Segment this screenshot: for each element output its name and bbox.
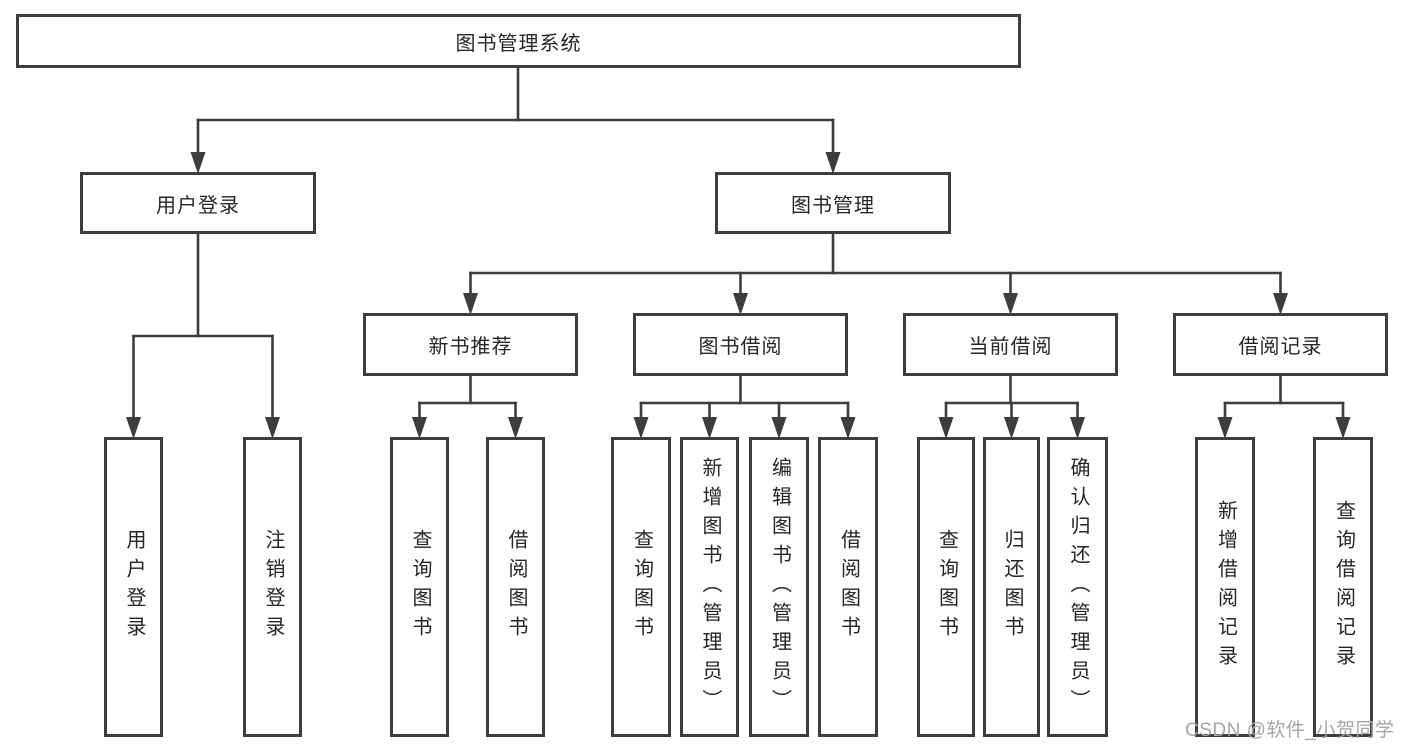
leaf-borrow-books-borrowing-label: 借阅图书 bbox=[837, 529, 860, 645]
leaf-query-books-recommend-label: 查询图书 bbox=[409, 529, 431, 645]
node-new-book-recommend: 新书推荐 bbox=[363, 313, 578, 376]
leaf-query-books-borrowing-label: 查询图书 bbox=[630, 529, 653, 645]
node-borrow-records-label: 借阅记录 bbox=[1238, 336, 1323, 358]
leaf-edit-book-admin-label: 编辑图书（管理员） bbox=[768, 456, 791, 718]
leaf-edit-book-admin: 编辑图书（管理员） bbox=[749, 437, 809, 737]
leaf-confirm-return-admin: 确认归还（管理员） bbox=[1047, 437, 1108, 737]
leaf-add-book-admin: 新增图书（管理员） bbox=[680, 437, 739, 737]
leaf-add-borrow-record-label: 新增借阅记录 bbox=[1214, 500, 1237, 674]
leaf-query-books-current-label: 查询图书 bbox=[935, 529, 958, 645]
watermark: CSDN @软件_小贺同学 bbox=[1185, 720, 1395, 741]
leaf-query-borrow-record-label: 查询借阅记录 bbox=[1332, 500, 1355, 674]
node-root-label: 图书管理系统 bbox=[455, 32, 582, 55]
leaf-logout-label: 注销登录 bbox=[262, 529, 284, 645]
node-book-borrowing-label: 图书借阅 bbox=[698, 336, 783, 358]
leaf-add-book-admin-label: 新增图书（管理员） bbox=[699, 456, 721, 718]
leaf-query-books-borrowing: 查询图书 bbox=[611, 437, 671, 737]
leaf-user-login: 用户登录 bbox=[104, 437, 163, 737]
leaf-query-books-recommend: 查询图书 bbox=[390, 437, 449, 737]
leaf-borrow-books-borrowing: 借阅图书 bbox=[818, 437, 878, 737]
leaf-query-books-current: 查询图书 bbox=[917, 437, 975, 737]
node-book-management-label: 图书管理 bbox=[791, 194, 875, 217]
node-borrow-records: 借阅记录 bbox=[1173, 313, 1388, 376]
node-book-management: 图书管理 bbox=[715, 172, 951, 234]
leaf-borrow-books-recommend-label: 借阅图书 bbox=[505, 529, 527, 645]
node-new-book-recommend-label: 新书推荐 bbox=[428, 336, 513, 358]
node-current-borrowing-label: 当前借阅 bbox=[968, 336, 1053, 358]
node-root: 图书管理系统 bbox=[16, 14, 1021, 68]
leaf-return-book-label: 归还图书 bbox=[1001, 529, 1023, 645]
leaf-confirm-return-admin-label: 确认归还（管理员） bbox=[1067, 456, 1089, 718]
leaf-logout: 注销登录 bbox=[243, 437, 302, 737]
node-book-borrowing: 图书借阅 bbox=[633, 313, 848, 376]
node-current-borrowing: 当前借阅 bbox=[903, 313, 1118, 376]
leaf-return-book: 归还图书 bbox=[983, 437, 1040, 737]
leaf-borrow-books-recommend: 借阅图书 bbox=[486, 437, 545, 737]
leaf-query-borrow-record: 查询借阅记录 bbox=[1313, 437, 1373, 737]
node-user-login-label: 用户登录 bbox=[156, 194, 240, 217]
leaf-add-borrow-record: 新增借阅记录 bbox=[1195, 437, 1255, 737]
leaf-user-login-label: 用户登录 bbox=[123, 529, 145, 645]
node-user-login: 用户登录 bbox=[80, 172, 316, 234]
